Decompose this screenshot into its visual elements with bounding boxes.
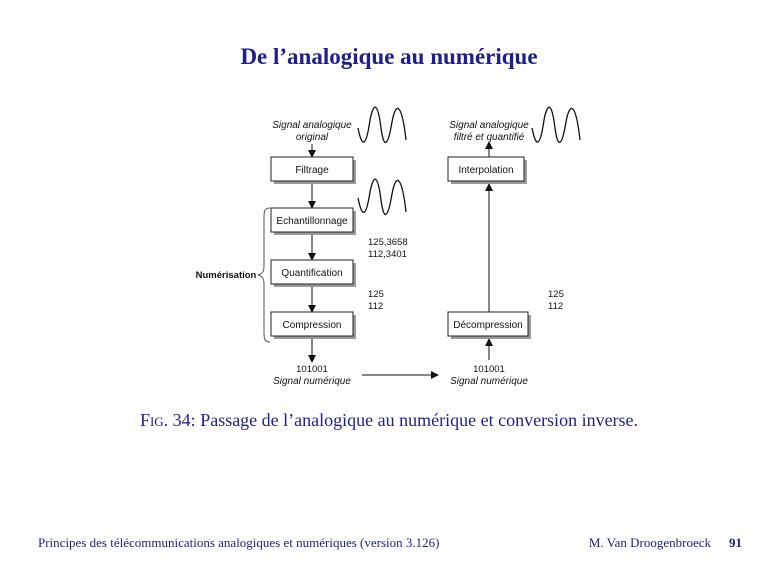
sample-value-1: 125,3658 bbox=[368, 237, 408, 248]
digital-signal-label-right: Signal numérique bbox=[450, 376, 528, 387]
input-signal-label-line1: Signal analogique bbox=[272, 120, 352, 131]
numerisation-label: Numérisation bbox=[196, 270, 257, 281]
box-quantification: Quantification bbox=[270, 259, 356, 287]
slide-title: De l’analogique au numérique bbox=[240, 44, 538, 69]
output-waveform bbox=[531, 106, 581, 143]
box-filtrage: Filtrage bbox=[270, 156, 356, 184]
sampled-waveform bbox=[357, 178, 407, 215]
figure-caption-text: Passage de l’analogique au numérique et … bbox=[200, 410, 639, 430]
page-number: 91 bbox=[729, 535, 742, 550]
box-decompression-label: Décompression bbox=[453, 320, 522, 331]
numerisation-bracket bbox=[257, 207, 271, 343]
input-signal-label-line2: original bbox=[296, 132, 329, 143]
digitization-diagram: Signal analogique original Signal analog… bbox=[196, 106, 581, 387]
figure-label: Fig. 34: bbox=[139, 410, 196, 430]
quantized-value-right-1: 125 bbox=[548, 289, 564, 300]
box-compression-label: Compression bbox=[283, 320, 342, 331]
box-echantillonnage-label: Echantillonnage bbox=[276, 216, 348, 227]
box-filtrage-label: Filtrage bbox=[295, 165, 329, 176]
quantized-value-right-2: 112 bbox=[548, 301, 563, 312]
output-signal-label-line1: Signal analogique bbox=[449, 120, 529, 131]
digital-signal-label-left: Signal numérique bbox=[273, 376, 351, 387]
sample-value-2: 112,3401 bbox=[368, 249, 407, 260]
box-decompression: Décompression bbox=[447, 311, 531, 339]
output-signal-label-line2: filtré et quantifié bbox=[454, 132, 525, 143]
figure-caption: Fig. 34: Passage de l’analogique au numé… bbox=[0, 410, 778, 431]
quantized-value-left-1: 125 bbox=[368, 289, 384, 300]
footer-right: M. Van Droogenbroeck 91 bbox=[589, 535, 742, 551]
box-quantification-label: Quantification bbox=[281, 268, 342, 279]
box-compression: Compression bbox=[270, 311, 356, 339]
footer-author: M. Van Droogenbroeck bbox=[588, 535, 711, 550]
bits-right: 101001 bbox=[473, 364, 505, 375]
box-echantillonnage: Echantillonnage bbox=[270, 207, 356, 235]
footer-course-title: Principes des télécommunications analogi… bbox=[38, 535, 440, 550]
input-waveform bbox=[357, 106, 407, 143]
bits-left: 101001 bbox=[296, 364, 328, 375]
box-interpolation-label: Interpolation bbox=[458, 165, 513, 176]
quantized-value-left-2: 112 bbox=[368, 301, 383, 312]
box-interpolation: Interpolation bbox=[447, 156, 527, 184]
